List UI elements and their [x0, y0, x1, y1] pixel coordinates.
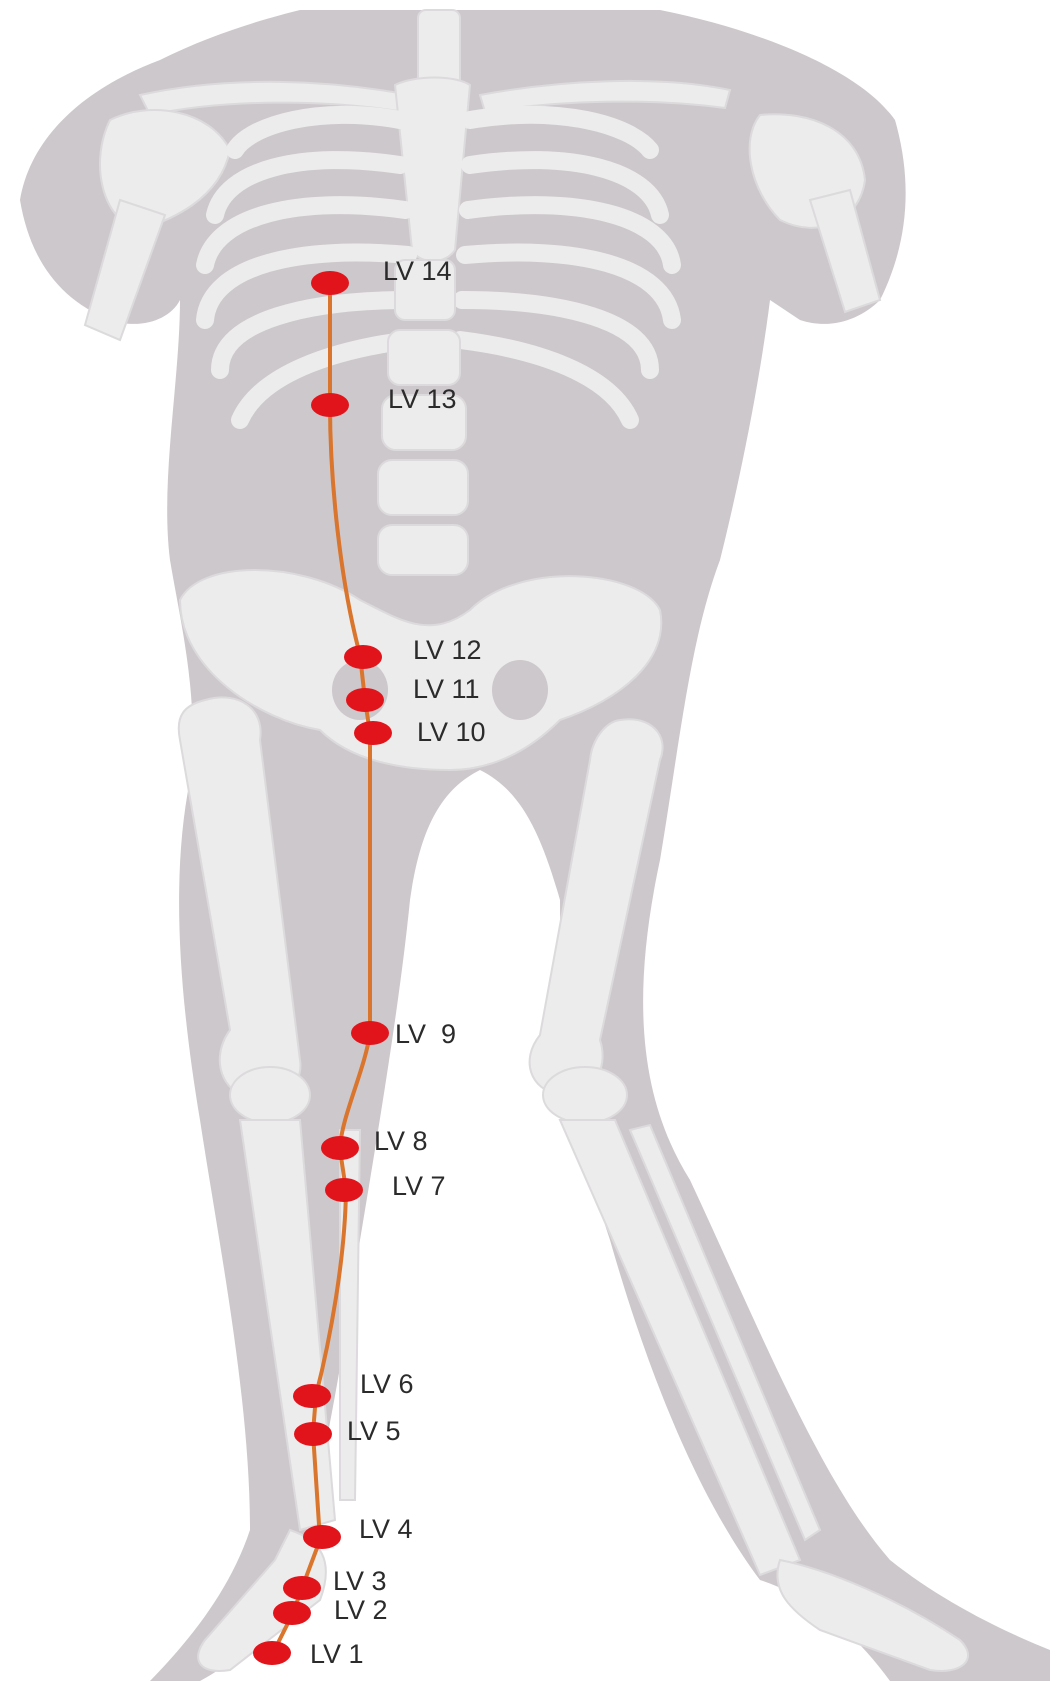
point-marker	[311, 393, 349, 417]
point-label: LV 14	[383, 256, 452, 286]
point-marker	[273, 1601, 311, 1625]
acupoint-lv1[interactable]: LV 1	[253, 1639, 364, 1669]
point-label: LV 1	[310, 1639, 364, 1669]
point-marker	[253, 1641, 291, 1665]
point-label: LV 13	[388, 384, 457, 414]
point-marker	[344, 645, 382, 669]
point-marker	[321, 1136, 359, 1160]
point-marker	[303, 1525, 341, 1549]
point-label: LV 5	[347, 1416, 401, 1446]
point-label: LV 8	[374, 1126, 428, 1156]
point-label: LV 6	[360, 1369, 414, 1399]
point-marker	[351, 1021, 389, 1045]
point-marker	[325, 1178, 363, 1202]
right-patella	[543, 1067, 627, 1123]
point-label: LV 3	[333, 1566, 387, 1596]
point-label: LV 12	[413, 635, 482, 665]
acupoint-lv9[interactable]: LV 9	[351, 1019, 456, 1049]
right-obturator	[492, 660, 548, 720]
point-marker	[293, 1384, 331, 1408]
point-label: LV 9	[395, 1019, 456, 1049]
point-label: LV 4	[359, 1514, 413, 1544]
point-label: LV 11	[413, 674, 480, 704]
point-marker	[346, 688, 384, 712]
point-marker	[354, 721, 392, 745]
point-label: LV 10	[417, 717, 486, 747]
point-marker	[311, 271, 349, 295]
point-label: LV 2	[334, 1595, 388, 1625]
acupoint-lv10[interactable]: LV 10	[354, 717, 486, 747]
point-marker	[294, 1422, 332, 1446]
left-patella	[230, 1067, 310, 1123]
point-label: LV 7	[392, 1171, 446, 1201]
point-marker	[283, 1576, 321, 1600]
